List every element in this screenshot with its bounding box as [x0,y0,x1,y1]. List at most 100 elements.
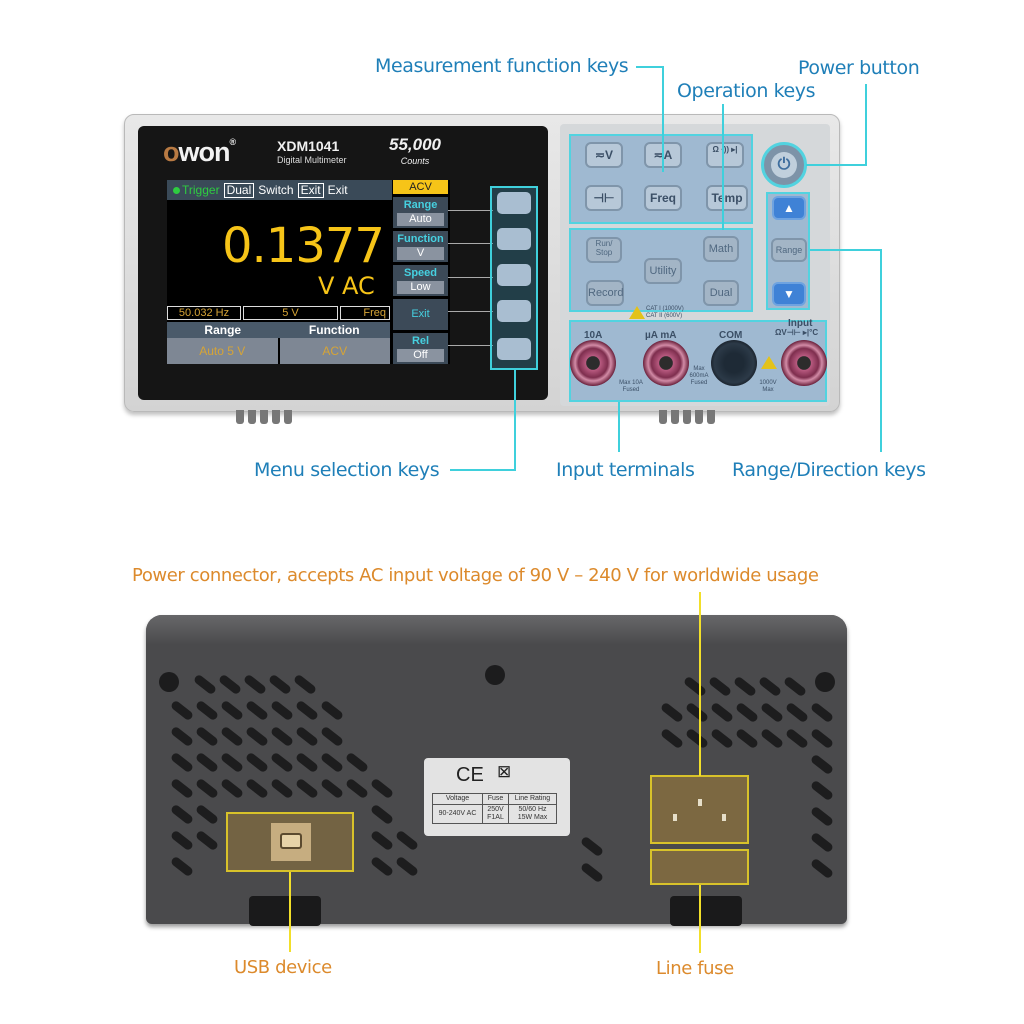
sub-frequency: 50.032 Hz [167,306,241,320]
iec-pin-live [673,814,677,821]
leader-line [699,885,701,953]
ohm-continuity-diode-key[interactable]: Ω ·)) ▸| [706,142,744,168]
softkey-2[interactable] [497,228,531,250]
terminal-input-label: Input [788,318,813,329]
menu-link-line [448,311,493,312]
rating-table: Voltage Fuse Line Rating 90-240V AC 250V… [432,793,557,824]
range-function-header: Range Function [167,322,390,338]
callout-usb-device: USB device [234,957,332,978]
leader-line [699,592,701,776]
high-voltage-warning-icon [761,356,777,369]
leader-line [865,84,867,166]
rear-foot-left [249,896,321,926]
exit-key-hint: Exit [297,182,324,198]
menu-link-line [448,277,493,278]
softkey-5[interactable] [497,338,531,360]
terminal-input-jack[interactable] [781,340,827,386]
weee-bin-icon: ⊠ [497,762,512,781]
leader-line [880,249,882,452]
leader-line [722,104,724,230]
sub-range: 5 V [243,306,338,320]
terminal-input-symbols: ΩV⊣⊢ ▸|°C [775,328,819,337]
leader-line [450,469,515,471]
range-key[interactable]: Range [771,238,807,262]
range-function-values: Auto 5 V ACV [167,338,390,364]
exit-hint-text: Exit [327,183,348,197]
menu-link-line [448,345,493,346]
max-600ma-note: Max 600mA Fused [689,366,709,386]
dual-key[interactable]: Dual [703,280,739,306]
power-icon: ⏻ [771,152,797,178]
callout-measurement-function-keys: Measurement function keys [375,55,629,77]
dual-key-hint: Dual [223,182,255,198]
front-feet-right [659,410,715,424]
utility-key[interactable]: Utility [644,258,682,284]
record-key[interactable]: Record [586,280,624,306]
terminal-com-label: COM [719,330,743,341]
run-stop-key[interactable]: Run/ Stop [586,237,622,263]
max-10a-note: Max 10A Fused [619,380,643,393]
capacitance-key[interactable]: ⊣⊢ [585,185,623,211]
usb-b-port[interactable] [280,833,302,849]
menu-link-line [448,210,493,211]
secondary-readout: 50.032 Hz 5 V Freq [167,306,390,320]
warning-triangle-icon [629,306,645,319]
trigger-indicator: Trigger [173,183,220,197]
function-header: Function [308,323,360,337]
callout-input-terminals: Input terminals [556,459,695,481]
leader-line [810,249,882,251]
leader-line [514,370,516,471]
power-button[interactable]: ⏻ [761,142,807,188]
softkey-1[interactable] [497,192,531,214]
range-header: Range [204,323,242,337]
line-fuse-holder[interactable] [650,849,749,885]
softkey-3[interactable] [497,264,531,286]
rating-label: CE ⊠ Voltage Fuse Line Rating 90-240V AC… [424,758,570,836]
dual-hint-text: Switch [258,183,294,197]
leader-line [289,872,291,952]
power-connector-iec[interactable] [650,775,749,844]
max-1000v-note: 1000V Max [759,380,777,393]
brand-logo: oowonwon® [163,137,236,167]
freq-key[interactable]: Freq [644,185,682,211]
terminal-ua-ma-jack[interactable] [643,340,689,386]
iec-pin-neutral [722,814,726,821]
cat-rating: CAT I (1000V)CAT II (600V) [646,306,684,319]
screw-hole [485,665,505,685]
range-value: Auto 5 V [167,338,278,364]
rear-foot-right [670,896,742,926]
callout-line-fuse: Line fuse [656,958,734,979]
terminal-10a-jack[interactable] [570,340,616,386]
main-reading: 0.1377 [222,218,385,274]
ce-mark: CE [456,764,484,786]
function-value: ACV [279,338,390,364]
menu-mode: ACV [393,180,448,194]
callout-power-connector: Power connector, accepts AC input voltag… [132,565,819,586]
reading-unit: V AC [318,272,375,300]
math-key[interactable]: Math [703,236,739,262]
value-fuse: 250V F1AL [482,804,509,824]
header-fuse: Fuse [482,793,509,805]
rear-top-edge [146,615,847,645]
menu-item-exit: Exit [393,299,448,330]
header-line-rating: Line Rating [508,793,557,805]
screw-hole [815,672,835,692]
callout-range-direction-keys: Range/Direction keys [732,459,926,481]
down-arrow-key[interactable]: ▼ [772,282,806,306]
temp-key[interactable]: Temp [706,185,748,211]
leader-line [636,66,664,68]
terminal-ua-ma-label: µA mA [645,330,677,341]
dcv-acv-key[interactable]: ≂V [585,142,623,168]
iec-pin-earth [698,799,702,806]
value-voltage: 90-240V AC [432,804,483,824]
terminal-com-jack[interactable] [711,340,757,386]
softkey-4[interactable] [497,300,531,322]
up-arrow-key[interactable]: ▲ [772,196,806,220]
trigger-dot-icon [173,187,180,194]
value-line-rating: 50/60 Hz 15W Max [508,804,557,824]
